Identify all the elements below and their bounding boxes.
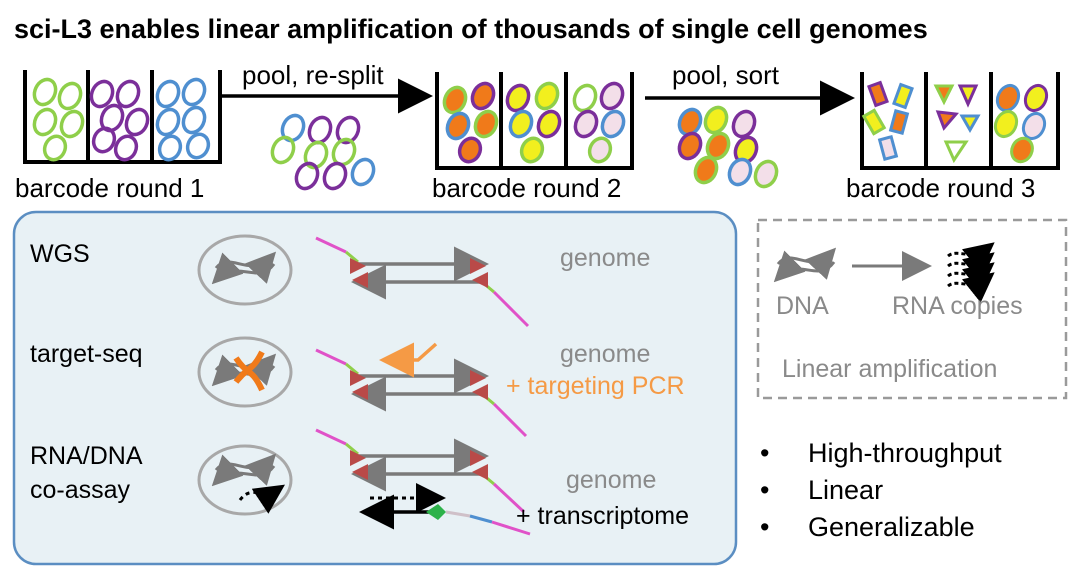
round-2-label: barcode round 2 bbox=[432, 173, 621, 203]
linear-amplification-caption: Linear amplification bbox=[782, 355, 997, 383]
bullet-dot: • bbox=[760, 512, 769, 542]
rna-copies-icon bbox=[947, 242, 995, 303]
dna-label: DNA bbox=[776, 292, 829, 320]
bullet-item: Linear bbox=[808, 475, 883, 505]
plate-round-3 bbox=[860, 72, 1060, 170]
bullet-item: High-throughput bbox=[808, 438, 1002, 468]
method-wgs-label: WGS bbox=[30, 240, 90, 268]
nucleus-rnadna-icon bbox=[197, 444, 293, 516]
method-rnadna-desc: genome bbox=[566, 466, 656, 494]
arrow-2-label: pool, sort bbox=[672, 60, 780, 90]
pooled-cells-1 bbox=[270, 113, 376, 191]
method-target-seq-label: target-seq bbox=[30, 340, 143, 368]
bullet-dot: • bbox=[760, 475, 769, 505]
bullet-item: Generalizable bbox=[808, 512, 975, 542]
rna-copies-label: RNA copies bbox=[892, 292, 1023, 320]
linear-amplification-box bbox=[756, 218, 1068, 400]
plate-round-2 bbox=[435, 72, 634, 170]
construct-rnadna bbox=[315, 428, 531, 536]
construct-target bbox=[315, 342, 528, 438]
pooled-cells-2 bbox=[677, 105, 779, 189]
bullet-list: • High-throughput • Linear • Generalizab… bbox=[760, 438, 1002, 542]
method-target-extra: + targeting PCR bbox=[506, 372, 685, 400]
nucleus-target-icon bbox=[197, 336, 293, 408]
method-rnadna-label-line1: RNA/DNA bbox=[30, 442, 143, 470]
arrow-1-label: pool, re-split bbox=[242, 60, 384, 90]
plate-round-1 bbox=[23, 70, 222, 164]
round-1-label: barcode round 1 bbox=[15, 173, 204, 203]
nucleus-wgs-icon bbox=[197, 234, 293, 306]
construct-wgs bbox=[315, 236, 530, 328]
method-wgs-desc: genome bbox=[560, 244, 650, 272]
figure-title: sci-L3 enables linear amplification of t… bbox=[14, 14, 928, 44]
method-target-desc: genome bbox=[560, 340, 650, 368]
bullet-dot: • bbox=[760, 438, 769, 468]
method-rnadna-label-line2: co-assay bbox=[30, 476, 131, 504]
dna-icon bbox=[773, 247, 837, 283]
method-rnadna-extra: + transcriptome bbox=[516, 502, 689, 530]
round-3-label: barcode round 3 bbox=[846, 173, 1035, 203]
